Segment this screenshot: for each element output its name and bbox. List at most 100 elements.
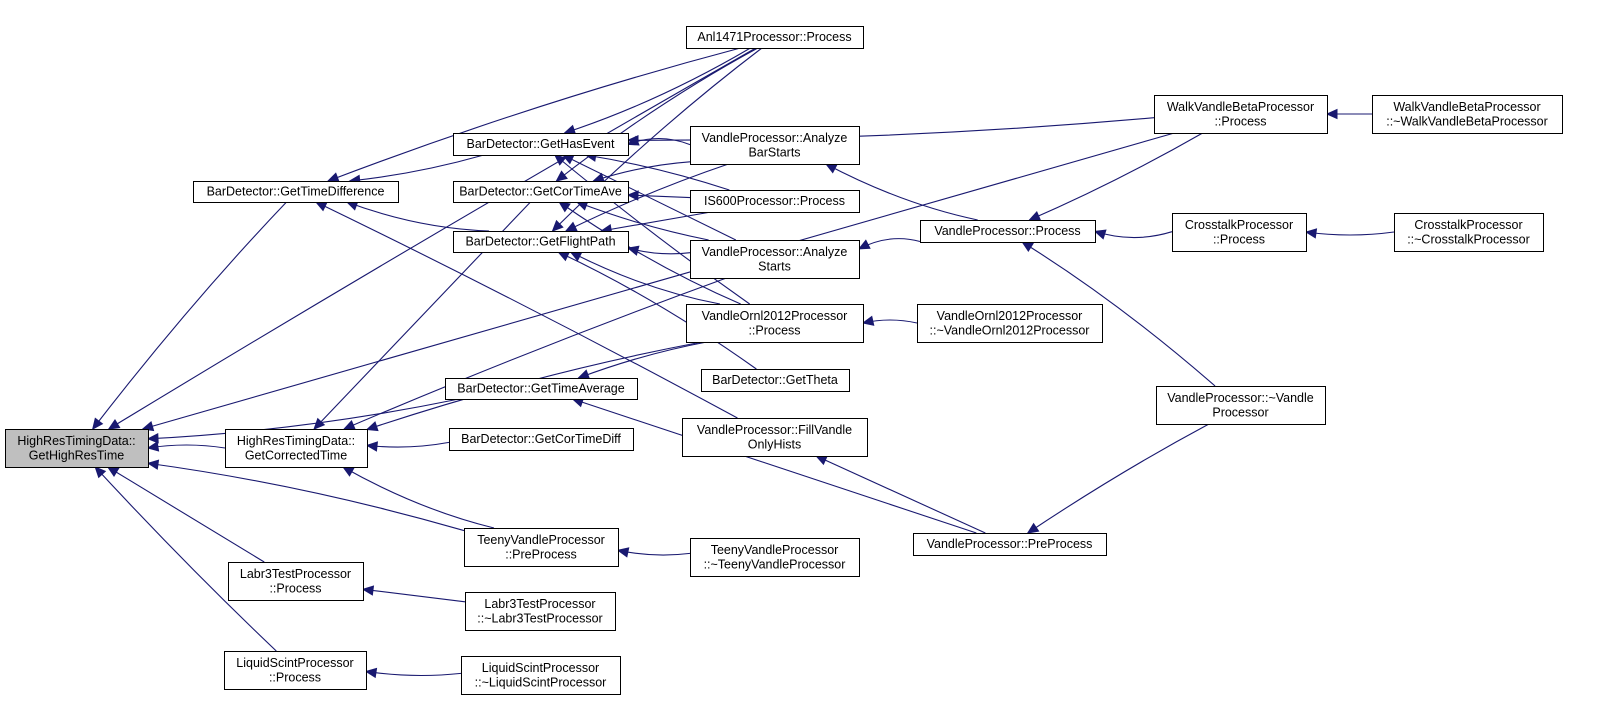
node-box [690,240,860,279]
node-orn_proc[interactable]: VandleOrnl2012Processor::Process [686,304,864,343]
node-label: Processor [1212,405,1268,419]
arrowhead-vp_process-vp_dtor [1021,241,1034,253]
edge-hrtd_corrected-vp_starts [343,277,727,430]
arrowhead-bd_flightpath-vp_barstarts [564,221,578,232]
node-label: VandleProcessor::PreProcess [927,537,1093,551]
arrowhead-labr3-labr3_dtor [361,585,375,596]
arrowhead-hrtd_corrected-bd_cortimeave [313,417,326,430]
node-bd_theta[interactable]: BarDetector::GetTheta [701,369,850,392]
node-label: CrosstalkProcessor [1185,218,1293,232]
node-label: BarDetector::GetFlightPath [465,235,615,249]
edge-vp_process-vp_dtor [1021,241,1216,387]
node-orn_dtor[interactable]: VandleOrnl2012Processor::~VandleOrnl2012… [917,304,1103,343]
node-is600[interactable]: IS600Processor::Process [690,190,860,213]
arrowhead-teeny_pre-teeny_dtor [616,547,630,558]
edge-vp_pre-vp_dtor [1027,423,1210,534]
arrowhead-cross_proc-cross_dtor [1304,228,1318,239]
node-bd_flightpath[interactable]: BarDetector::GetFlightPath [453,231,629,253]
arrowhead-vp_starts-vp_process [857,239,871,250]
node-walk_proc[interactable]: WalkVandleBetaProcessor::Process [1154,95,1328,134]
node-box [1394,213,1544,252]
node-cross_dtor[interactable]: CrosstalkProcessor::~CrosstalkProcessor [1394,213,1544,252]
node-liquid[interactable]: LiquidScintProcessor::Process [224,651,367,690]
node-label: VandleOrnl2012Processor [702,309,848,323]
edge-bd_hasevent-is600 [585,154,730,191]
arrowhead-hrtd_corrected-orn_proc [365,421,379,432]
node-bd_timediff[interactable]: BarDetector::GetTimeDifference [193,181,399,203]
node-cross_proc[interactable]: CrosstalkProcessor::Process [1172,213,1307,252]
node-vp_process[interactable]: VandleProcessor::Process [920,220,1096,243]
node-label: ::~WalkVandleBetaProcessor [1386,114,1548,128]
edge-bd_flightpath-is600 [601,211,712,232]
node-label: ::~TeenyVandleProcessor [704,557,846,571]
edge-root-walk_proc [142,132,1175,430]
node-label: ::~Labr3TestProcessor [477,611,602,625]
node-box [913,533,1107,556]
arrowhead-hrtd_corrected-teeny_pre [341,466,355,477]
arrowhead-vp_barstarts-vp_process [824,163,838,174]
arrowhead-root-anl [107,419,121,430]
node-label: WalkVandleBetaProcessor [1393,100,1540,114]
node-walk_dtor[interactable]: WalkVandleBetaProcessor::~WalkVandleBeta… [1372,95,1563,134]
edge-bd_flightpath-vp_barstarts [565,163,729,232]
node-vp_pre[interactable]: VandleProcessor::PreProcess [913,533,1107,556]
edge-liquid-liquid_dtor [365,670,462,677]
edge-bd_timediff-vp_fill [315,201,738,419]
node-label: BarDetector::GetTimeDifference [207,185,385,199]
node-box [1156,386,1326,425]
node-bd_cortimediff[interactable]: BarDetector::GetCorTimeDiff [449,428,634,451]
edge-bd_timeavg-orn_proc [578,341,707,379]
node-label: VandleProcessor::Process [934,224,1080,238]
edge-root-teeny_pre [147,462,465,532]
node-label: ::Process [748,323,800,337]
edge-bd_hasevent-anl [564,47,751,134]
arrowhead-vp_process-walk_proc [1028,210,1042,221]
arrowhead-vp_fill-vp_pre [815,455,828,466]
node-box [686,304,864,343]
node-labr3[interactable]: Labr3TestProcessor::Process [228,562,364,601]
node-box [453,181,629,203]
node-teeny_dtor[interactable]: TeenyVandleProcessor::~TeenyVandleProces… [690,538,860,577]
edge-bd_timediff-bd_flightpath [346,201,490,232]
node-bd_timeavg[interactable]: BarDetector::GetTimeAverage [445,378,638,400]
arrowhead-root-liquid [94,466,107,479]
node-box [464,528,619,567]
edge-labr3-labr3_dtor [362,588,466,603]
node-label: LiquidScintProcessor [482,661,599,675]
node-labr3_dtor[interactable]: Labr3TestProcessor::~Labr3TestProcessor [465,592,616,631]
edge-teeny_pre-teeny_dtor [617,549,691,556]
arrowhead-bd_flightpath-anl [551,219,564,232]
node-label: WalkVandleBetaProcessor [1167,100,1314,114]
edge-root-bd_timediff [92,201,287,430]
node-label: Labr3TestProcessor [484,597,595,611]
node-label: OnlyHists [748,437,801,451]
node-label: BarDetector::GetCorTimeAve [459,185,622,199]
node-hrtd_corrected[interactable]: HighResTimingData::GetCorrectedTime [225,429,368,468]
edge-root-liquid [94,466,277,652]
edge-bd_cortimeave-orn_proc [558,201,741,305]
node-label: Starts [758,259,791,273]
arrowhead-bd_hasevent-orn_proc [553,154,567,166]
node-teeny_pre[interactable]: TeenyVandleProcessor::PreProcess [464,528,619,567]
edge-bd_hasevent-orn_proc [554,154,750,305]
node-bd_cortimeave[interactable]: BarDetector::GetCorTimeAve [453,181,629,203]
node-box [461,656,621,695]
edge-root-labr3 [107,466,265,563]
node-bd_hasevent[interactable]: BarDetector::GetHasEvent [453,133,629,156]
node-liquid_dtor[interactable]: LiquidScintProcessor::~LiquidScintProces… [461,656,621,695]
edge-root-hrtd_corrected [147,444,226,449]
node-box [224,651,367,690]
edge-bd_hasevent-vp_starts [562,154,737,241]
node-root[interactable]: HighResTimingData::GetHighResTime [5,429,149,468]
node-anl[interactable]: Anl1471Processor::Process [686,26,864,49]
edge-bd_timeavg-vp_pre [572,398,977,534]
node-box [682,418,868,457]
node-box [453,231,629,253]
node-box [453,133,629,156]
node-box [228,562,364,601]
node-vp_dtor[interactable]: VandleProcessor::~VandleProcessor [1156,386,1326,425]
node-label: VandleProcessor::Analyze [702,131,848,145]
